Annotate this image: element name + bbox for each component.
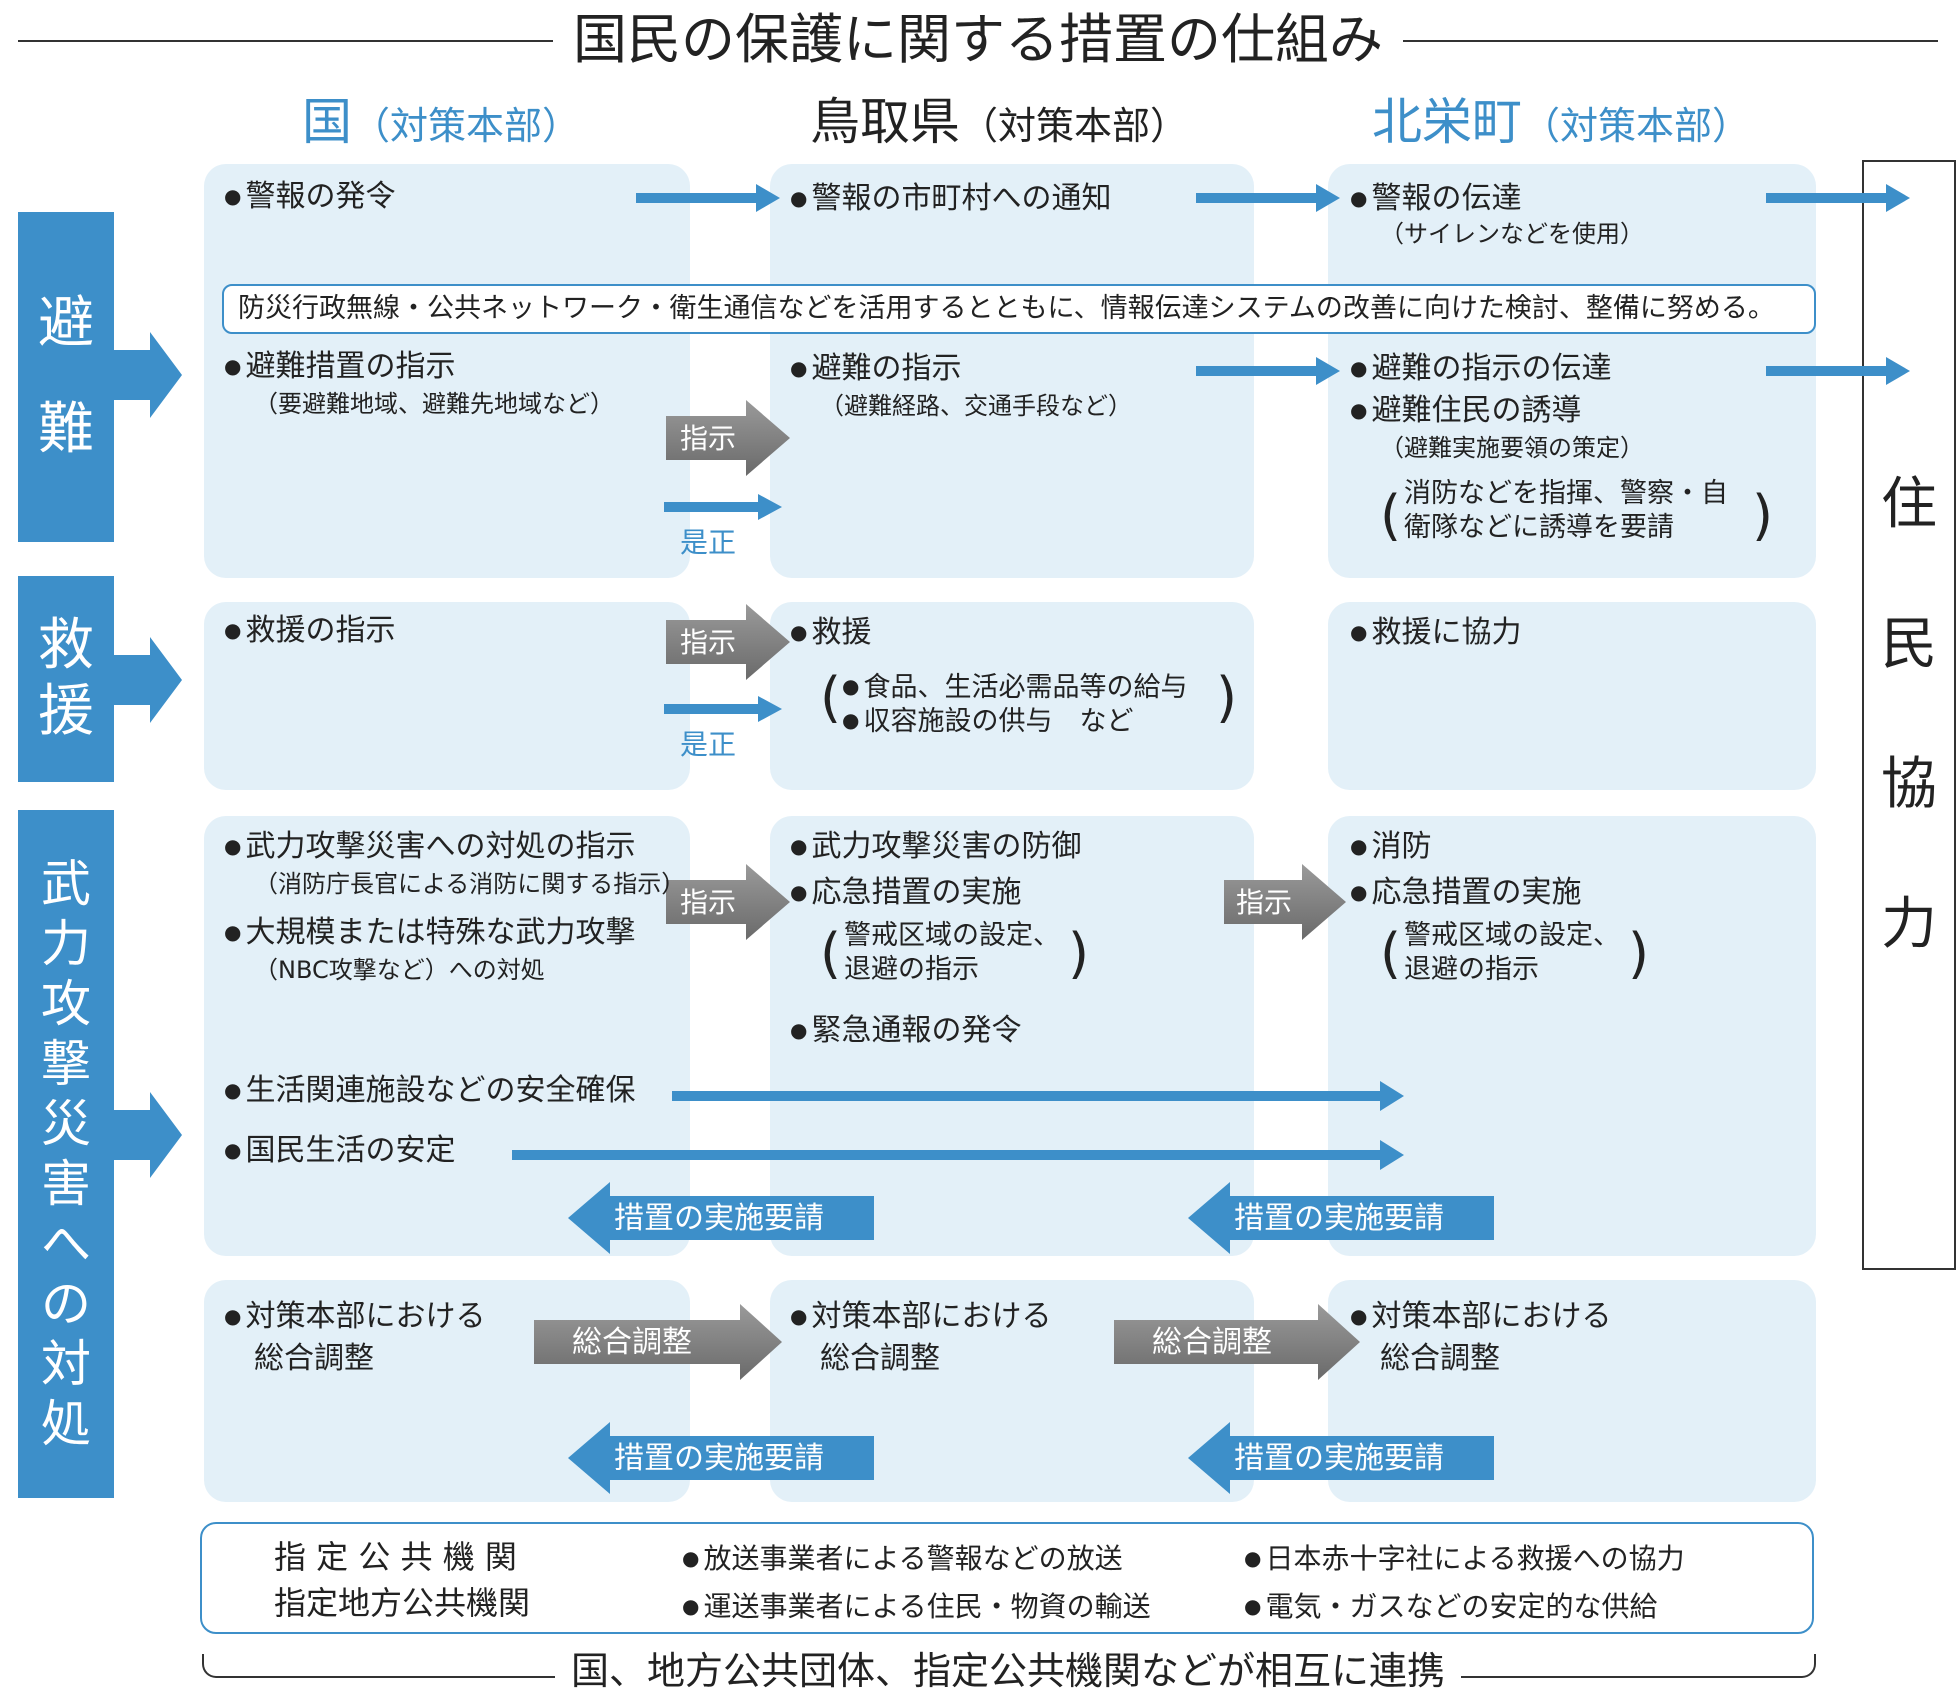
label-coordinate-national: 総合調整 xyxy=(572,1325,692,1360)
arrow-armed-instruct-prefecture xyxy=(1224,864,1346,940)
national-panel-armed xyxy=(204,816,690,1256)
town-armed-paren-1: 警戒区域の設定、 xyxy=(1404,920,1620,951)
prefecture-evacuation-note: （避難経路、交通手段など） xyxy=(820,392,1132,420)
town-evacuation-2: 避難住民の誘導 xyxy=(1350,392,1581,432)
arrow-warning-national-to-prefecture xyxy=(636,184,780,212)
label-correct-evac: 是正 xyxy=(680,526,737,559)
prefecture-warning: 警報の市町村への通知 xyxy=(790,180,1111,220)
arrow-relief-correct xyxy=(664,696,782,722)
national-warning: 警報の発令 xyxy=(224,178,395,218)
prefecture-relief-item-1: 食品、生活必需品等の給与 xyxy=(842,672,1187,705)
armed-side-arrow xyxy=(114,1092,182,1178)
town-evacuation-note: （避難実施要領の策定） xyxy=(1380,434,1644,462)
town-warning-note: （サイレンなどを使用） xyxy=(1380,220,1644,248)
national-coordination-2: 総合調整 xyxy=(254,1341,374,1376)
town-relief: 救援に協力 xyxy=(1350,614,1521,654)
town-coordination-2: 総合調整 xyxy=(1380,1341,1500,1376)
arrow-relief-instruct xyxy=(666,604,790,680)
arrow-coordinate-prefecture xyxy=(1114,1304,1360,1380)
category-evacuation: 避難 xyxy=(18,212,114,542)
column-header-national: 国（対策本部） xyxy=(302,93,581,151)
category-armed-attack: 武力 攻撃 災害 への 対処 xyxy=(18,810,114,1498)
prefecture-coordination-2: 総合調整 xyxy=(820,1341,940,1376)
prefecture-armed-paren-close: ) xyxy=(1068,922,1090,985)
label-request-coord-national: 措置の実施要請 xyxy=(614,1441,824,1476)
label-request-coord-prefecture: 措置の実施要請 xyxy=(1234,1441,1444,1476)
label-instruct-armed-national: 指示 xyxy=(680,886,737,919)
town-armed-paren-close: ) xyxy=(1628,922,1650,985)
arrow-evac-town-to-residents xyxy=(1766,357,1910,385)
prefecture-armed-3: 緊急通報の発令 xyxy=(790,1012,1021,1052)
label-instruct-relief: 指示 xyxy=(680,626,737,659)
prefecture-armed-paren-1: 警戒区域の設定、 xyxy=(844,920,1060,951)
arrow-warning-prefecture-to-town xyxy=(1196,184,1340,212)
arrow-evac-correct xyxy=(664,494,782,520)
arrow-coordinate-national xyxy=(534,1304,782,1380)
national-armed-1-note: （消防庁長官による消防に関する指示） xyxy=(254,870,686,898)
town-evacuation-paren-1: 消防などを指揮、警察・自 xyxy=(1404,478,1728,509)
arrow-life-stability xyxy=(512,1140,1404,1170)
info-system-note: 防災行政無線・公共ネットワーク・衛生通信などを活用するとともに、情報伝達システム… xyxy=(222,284,1816,334)
national-armed-1: 武力攻撃災害への対処の指示 xyxy=(224,828,635,868)
arrow-life-facility xyxy=(672,1081,1404,1111)
prefecture-relief: 救援 xyxy=(790,614,871,654)
prefecture-coordination-1: 対策本部における xyxy=(790,1298,1051,1338)
designated-item-4: 電気・ガスなどの安定的な供給 xyxy=(1244,1588,1657,1628)
evacuation-side-arrow xyxy=(114,332,182,418)
town-evacuation-paren-close: ) xyxy=(1752,484,1774,547)
arrow-request-prefecture-to-national xyxy=(568,1182,874,1254)
prefecture-evacuation: 避難の指示 xyxy=(790,350,961,390)
label-request-armed-prefecture: 措置の実施要請 xyxy=(1234,1201,1444,1236)
national-armed-2: 大規模または特殊な武力攻撃 xyxy=(224,914,635,954)
page-title: 国民の保護に関する措置の仕組み xyxy=(0,8,1956,72)
footer-caption: 国、地方公共団体、指定公共機関などが相互に連携 xyxy=(0,1648,1956,1694)
national-armed-2-note: （NBC攻撃など）への対処 xyxy=(254,956,545,984)
town-coordination-1: 対策本部における xyxy=(1350,1298,1611,1338)
label-instruct-evac: 指示 xyxy=(680,422,737,455)
column-header-town: 北栄町（対策本部） xyxy=(1372,93,1751,151)
arrow-request-coord-prefecture-to-national xyxy=(568,1422,874,1494)
arrow-evac-prefecture-to-town xyxy=(1196,357,1340,385)
designated-item-3: 日本赤十字社による救援への協力 xyxy=(1244,1540,1684,1580)
prefecture-relief-paren-open: ( xyxy=(820,666,842,729)
arrow-request-town-to-prefecture xyxy=(1188,1182,1494,1254)
town-armed-2: 応急措置の実施 xyxy=(1350,874,1581,914)
designated-label-1: 指 定 公 共 機 関 xyxy=(274,1538,517,1576)
residents-cooperation-box: 住民 協力 xyxy=(1862,160,1956,1270)
designated-label-2: 指定地方公共機関 xyxy=(274,1584,531,1622)
national-coordination-1: 対策本部における xyxy=(224,1298,485,1338)
designated-item-1: 放送事業者による警報などの放送 xyxy=(682,1540,1122,1580)
prefecture-armed-paren-2: 退避の指示 xyxy=(844,954,979,985)
town-armed-paren-2: 退避の指示 xyxy=(1404,954,1539,985)
designated-item-2: 運送事業者による住民・物資の輸送 xyxy=(682,1588,1150,1628)
prefecture-relief-paren-close: ) xyxy=(1216,666,1238,729)
arrow-request-coord-town-to-prefecture xyxy=(1188,1422,1494,1494)
label-coordinate-prefecture: 総合調整 xyxy=(1152,1325,1272,1360)
town-armed-1: 消防 xyxy=(1350,828,1431,868)
arrow-armed-instruct-national xyxy=(666,864,790,940)
national-evacuation: 避難措置の指示 xyxy=(224,348,455,388)
prefecture-armed-paren-open: ( xyxy=(820,922,842,985)
prefecture-armed-1: 武力攻撃災害の防御 xyxy=(790,828,1081,868)
prefecture-relief-item-2: 収容施設の供与 など xyxy=(842,706,1133,739)
national-relief: 救援の指示 xyxy=(224,612,395,652)
arrow-evac-instruct xyxy=(666,400,790,476)
category-relief: 救援 xyxy=(18,576,114,782)
life-facility-safety: 生活関連施設などの安全確保 xyxy=(224,1072,635,1112)
town-evacuation-1: 避難の指示の伝達 xyxy=(1350,350,1611,390)
label-correct-relief: 是正 xyxy=(680,728,737,761)
town-armed-paren-open: ( xyxy=(1380,922,1402,985)
column-header-prefecture: 鳥取県（対策本部） xyxy=(810,93,1189,151)
town-evacuation-paren-2: 衛隊などに誘導を要請 xyxy=(1404,512,1674,543)
life-stability: 国民生活の安定 xyxy=(224,1132,455,1172)
arrow-warning-town-to-residents xyxy=(1766,184,1910,212)
national-evacuation-note: （要避難地域、避難先地域など） xyxy=(254,390,614,418)
label-request-armed-national: 措置の実施要請 xyxy=(614,1201,824,1236)
label-instruct-armed-prefecture: 指示 xyxy=(1236,886,1293,919)
relief-side-arrow xyxy=(114,637,182,723)
prefecture-armed-2: 応急措置の実施 xyxy=(790,874,1021,914)
town-evacuation-paren-open: ( xyxy=(1380,484,1402,547)
town-warning: 警報の伝達 xyxy=(1350,180,1521,220)
